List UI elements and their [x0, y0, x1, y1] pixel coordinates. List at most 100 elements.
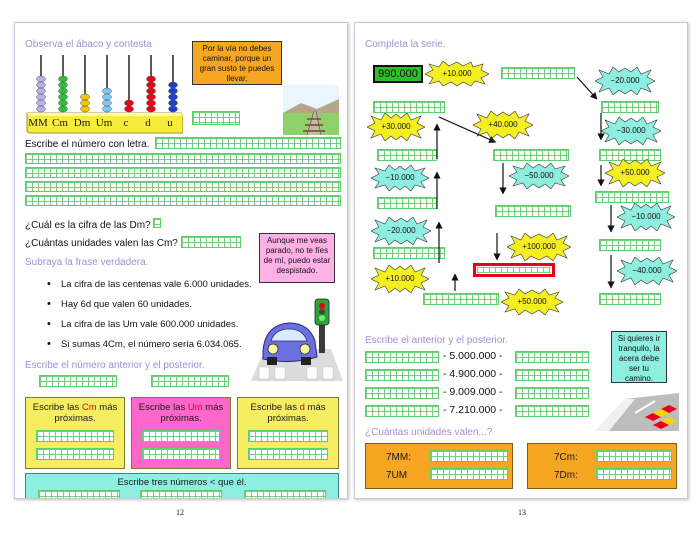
box-cm-grid-1[interactable] — [36, 430, 114, 442]
box-um-grid-1[interactable] — [142, 430, 220, 442]
prev-grid-4[interactable] — [365, 405, 439, 417]
box-d-grid-2[interactable] — [248, 448, 328, 460]
box-um: Escribe las Um más próximas. — [131, 397, 231, 469]
step-burst-6: −10.000 — [371, 165, 429, 191]
post-grid-1[interactable] — [515, 351, 589, 363]
sidewalk-illustration — [595, 383, 679, 431]
prev-grid-1[interactable] — [365, 351, 439, 363]
units-grid-7cm[interactable] — [596, 450, 672, 462]
box-three-numbers: Escribe tres números < que él. — [25, 473, 339, 498]
left-page: Observa el ábaco y contesta — [14, 22, 348, 499]
write-number-text-label: Escribe el número con letra. — [25, 139, 150, 150]
section-title-series: Completa la serie. — [365, 39, 446, 50]
write-number-grid-4[interactable] — [25, 181, 341, 192]
step-label-9: −20.000 — [386, 226, 416, 235]
write-number-grid-3[interactable] — [25, 167, 341, 178]
units-grid-7um[interactable] — [430, 468, 508, 480]
box-d-label-pre: Escribe las — [250, 402, 300, 413]
three-numbers-grid-3[interactable] — [244, 490, 326, 498]
number-1-value: 5.000.000 — [449, 350, 497, 362]
abacus-label-cm: Cm — [52, 117, 68, 129]
series-start-value: 990.000 — [373, 65, 423, 83]
abacus-label-um: Um — [95, 117, 113, 129]
statement-1[interactable]: La cifra de las centenas vale 6.000 unid… — [47, 278, 252, 290]
box-um-grid-2[interactable] — [142, 448, 220, 460]
prev-number-grid[interactable] — [39, 375, 117, 387]
units-label-7dm: 7Dm: — [554, 470, 578, 481]
step-label-12: +10.000 — [385, 274, 415, 283]
statement-2[interactable]: Hay 6d que valen 60 unidades. — [47, 298, 192, 310]
write-number-grid-1[interactable] — [155, 137, 341, 149]
statement-4[interactable]: Si sumas 4Cm, el número sería 6.034.065. — [47, 338, 242, 350]
number-2: - 4.900.000 - — [443, 368, 503, 380]
speech-bubble-car: Aunque me veas parado, no te fíes de mí,… — [259, 233, 335, 283]
post-grid-3[interactable] — [515, 387, 589, 399]
write-number-grid-5[interactable] — [25, 195, 341, 206]
step-label-1: +10.000 — [442, 69, 472, 78]
units-label-7cm: 7Cm: — [554, 452, 578, 463]
statement-3[interactable]: La cifra de las Um vale 600.000 unidades… — [47, 318, 238, 330]
step-burst-10: −10.000 — [617, 203, 675, 231]
step-burst-4: +30.000 — [367, 113, 425, 141]
series-grid-6[interactable] — [599, 149, 661, 161]
number-3-value: 9.009.000 — [449, 386, 497, 398]
series-grid-5[interactable] — [493, 149, 569, 161]
number-3: - 9.009.000 - — [443, 386, 503, 398]
step-label-4: +30.000 — [381, 122, 411, 131]
prev-grid-3[interactable] — [365, 387, 439, 399]
series-grid-12[interactable] — [423, 293, 499, 305]
box-um-label-highlight: Um — [187, 402, 203, 413]
page-number-left: 12 — [176, 508, 184, 517]
step-burst-11: +100.000 — [507, 233, 571, 261]
three-numbers-grid-2[interactable] — [140, 490, 222, 498]
number-4-value: 7.210.000 — [449, 404, 497, 416]
units-label-7um: 7UM — [386, 470, 408, 481]
series-grid-1[interactable] — [501, 67, 575, 79]
series-grid-2[interactable] — [373, 101, 445, 113]
box-cm-grid-2[interactable] — [36, 448, 114, 460]
section-title-units: ¿Cuántas unidades valen...? — [365, 427, 493, 438]
write-number-grid-2[interactable] — [25, 153, 341, 164]
question-cm: ¿Cuántas unidades valen las Cm? — [25, 238, 178, 249]
units-grid-7mm[interactable] — [430, 450, 508, 462]
series-grid-10[interactable] — [373, 247, 445, 259]
series-grid-13[interactable] — [599, 293, 661, 305]
units-grid-7dm[interactable] — [596, 468, 672, 480]
series-grid-9[interactable] — [495, 205, 571, 217]
box-three-label: Escribe tres números < que él. — [117, 477, 247, 488]
step-label-2: −20.000 — [610, 76, 640, 85]
section-title-prev-next: Escribe el número anterior y el posterio… — [25, 360, 205, 371]
abacus-label-d: d — [145, 117, 151, 129]
box-d: Escribe las d más próximas. — [237, 397, 339, 469]
series-grid-3[interactable] — [601, 101, 659, 113]
step-label-6: −10.000 — [385, 173, 415, 182]
box-um-label-pre: Escribe las — [138, 402, 188, 413]
series-grid-8[interactable] — [595, 191, 669, 203]
step-burst-13: +50.000 — [501, 289, 563, 315]
units-box-right: 7Cm: 7Dm: — [527, 443, 677, 489]
next-number-grid[interactable] — [151, 375, 229, 387]
prev-grid-2[interactable] — [365, 369, 439, 381]
box-cm-label-highlight: Cm — [81, 402, 97, 413]
step-label-11: +100.000 — [522, 242, 556, 251]
step-label-14: −40.000 — [632, 266, 662, 275]
speech-bubble-rail: Por la vía no debes caminar, porque un g… — [192, 41, 282, 85]
box-d-label-post: más próximas. — [267, 402, 326, 424]
speech-bubble-sidewalk: Si quieres ir tranquilo, la acera debe s… — [611, 331, 667, 383]
abacus-answer-grid[interactable] — [192, 111, 240, 125]
right-page: Completa la serie. 990.000 +10.000 −20.0… — [354, 22, 688, 499]
answer-dm-grid[interactable] — [153, 218, 161, 228]
answer-cm-grid[interactable] — [181, 236, 241, 248]
series-grid-11[interactable] — [599, 239, 661, 251]
series-answer-box[interactable] — [473, 263, 555, 277]
box-d-grid-1[interactable] — [248, 430, 328, 442]
step-burst-9: −20.000 — [371, 217, 431, 245]
units-label-7mm: 7MM: — [386, 452, 411, 463]
step-label-3: +40.000 — [488, 120, 518, 129]
post-grid-4[interactable] — [515, 405, 589, 417]
number-1: - 5.000.000 - — [443, 350, 503, 362]
three-numbers-grid-1[interactable] — [38, 490, 120, 498]
car-illustration — [251, 295, 343, 381]
box-um-label-post: más próximas. — [160, 402, 224, 424]
post-grid-2[interactable] — [515, 369, 589, 381]
